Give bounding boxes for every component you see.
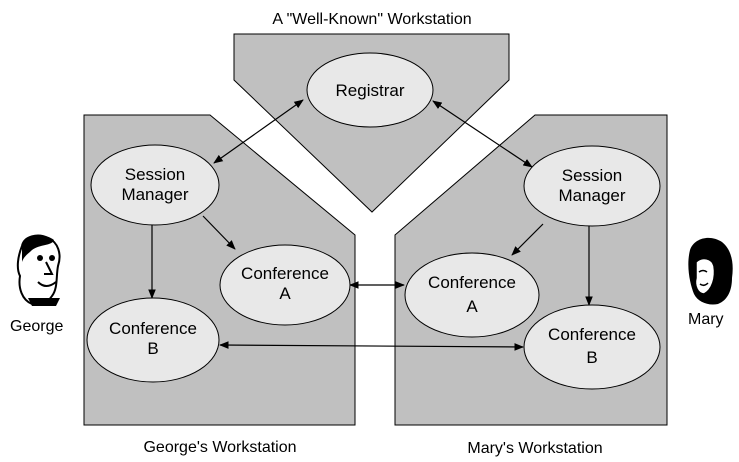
registrar-label: Registrar (336, 81, 405, 100)
registrar-george-session-connector (213, 99, 304, 164)
mary-conference-a-node: Conference A (404, 252, 540, 338)
george-session-manager-label-line2: Manager (121, 185, 188, 204)
mary-conference-a-label-line2: A (466, 297, 478, 316)
mary-session-manager-node: Session Manager (523, 145, 661, 227)
george-workstation-label: George's Workstation (143, 439, 296, 456)
george-session-manager-node: Session Manager (90, 144, 220, 226)
registrar-mary-session-connector (432, 100, 533, 168)
george-session-to-confA-connector (202, 215, 236, 250)
conference-b-link (219, 341, 524, 351)
george-conference-a-label-line2: A (279, 284, 291, 303)
mary-session-to-confA-connector (511, 223, 544, 256)
mary-name-label: Mary (688, 311, 724, 328)
mary-conference-b-label-line1: Conference (548, 325, 636, 344)
george-name-label: George (10, 318, 63, 335)
mary-session-manager-label-line1: Session (562, 166, 622, 185)
woman-face-icon (688, 237, 733, 305)
mary-conference-a-label-line1: Conference (428, 273, 516, 292)
mary-session-manager-label-line2: Manager (558, 186, 625, 205)
george-conference-b-label-line1: Conference (109, 319, 197, 338)
george-conference-b-node: Conference B (86, 297, 220, 383)
registrar-node: Registrar (306, 52, 434, 128)
george-conference-b-label-line2: B (147, 339, 158, 358)
mary-workstation-label: Mary's Workstation (467, 440, 602, 457)
mary-conference-b-node: Conference B (523, 304, 661, 390)
mary-conference-b-label-line2: B (586, 348, 597, 367)
man-face-icon (16, 234, 61, 306)
diagram-title: A "Well-Known" Workstation (272, 11, 471, 28)
george-conference-a-node: Conference A (219, 244, 351, 326)
george-session-manager-label-line1: Session (125, 165, 185, 184)
george-conference-a-label-line1: Conference (241, 264, 329, 283)
